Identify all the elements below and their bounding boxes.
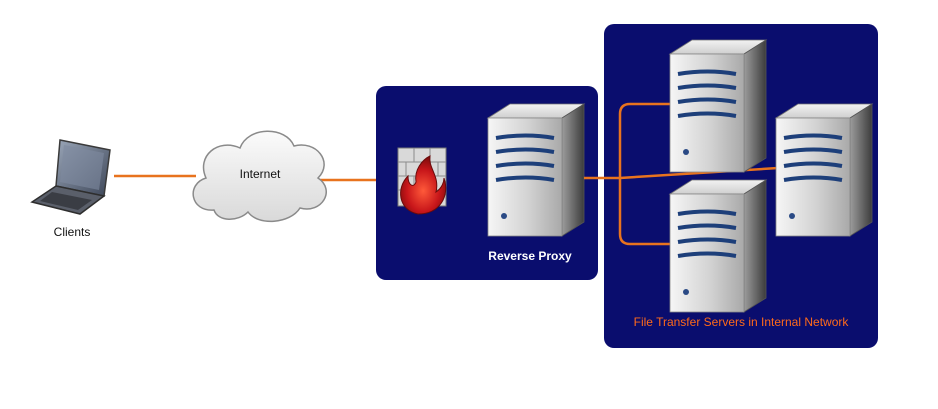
- reverse-proxy-server-icon: [486, 102, 586, 238]
- internal-server-3-icon: [668, 178, 768, 314]
- link-to-server-2: [619, 166, 779, 180]
- clients-label: Clients: [54, 225, 91, 239]
- internal-connector-lines: [584, 102, 779, 246]
- internal-server-1-icon: [668, 38, 768, 174]
- internet-label: Internet: [240, 167, 281, 181]
- internal-network-label: File Transfer Servers in Internal Networ…: [634, 315, 850, 329]
- internal-server-2-icon: [774, 102, 874, 238]
- firewall-icon: [397, 147, 447, 215]
- laptop-icon: [30, 139, 111, 215]
- link-to-server-1: [618, 102, 672, 178]
- reverse-proxy-label: Reverse Proxy: [488, 249, 572, 263]
- link-to-server-3: [618, 178, 672, 246]
- cloud-icon: [192, 130, 327, 223]
